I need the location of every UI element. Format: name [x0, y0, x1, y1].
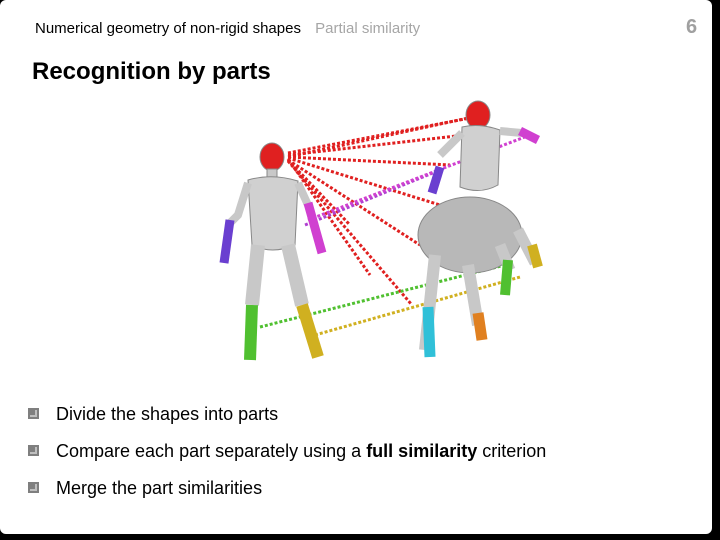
bullet-marker-icon — [28, 408, 39, 419]
head-line — [287, 156, 441, 207]
head-line — [287, 155, 451, 167]
header: Numerical geometry of non-rigid shapes P… — [35, 20, 420, 37]
bullet-marker-icon — [28, 482, 39, 493]
leg-line — [314, 275, 521, 337]
centaur-shape — [417, 100, 543, 358]
head-line — [287, 115, 476, 155]
head-line — [287, 158, 421, 247]
human-shape — [219, 142, 327, 361]
bullet-item: Merge the part similarities — [28, 474, 546, 511]
head-line — [286, 158, 372, 276]
bullet-item: Divide the shapes into parts — [28, 400, 546, 437]
shape-correspondence-figure — [219, 100, 543, 361]
slide-title: Recognition by parts — [32, 58, 271, 85]
slide: Numerical geometry of non-rigid shapes P… — [0, 0, 712, 534]
bullet-item: Compare each part separately using a ful… — [28, 437, 546, 474]
page-number: 6 — [686, 16, 698, 38]
bullet-list: Divide the shapes into parts Compare eac… — [28, 400, 546, 511]
course-title: Numerical geometry of non-rigid shapes — [35, 20, 301, 37]
bullet-marker-icon — [28, 445, 39, 456]
head-line — [287, 113, 483, 159]
head-line — [286, 160, 414, 306]
section-title: Partial similarity — [315, 20, 421, 37]
